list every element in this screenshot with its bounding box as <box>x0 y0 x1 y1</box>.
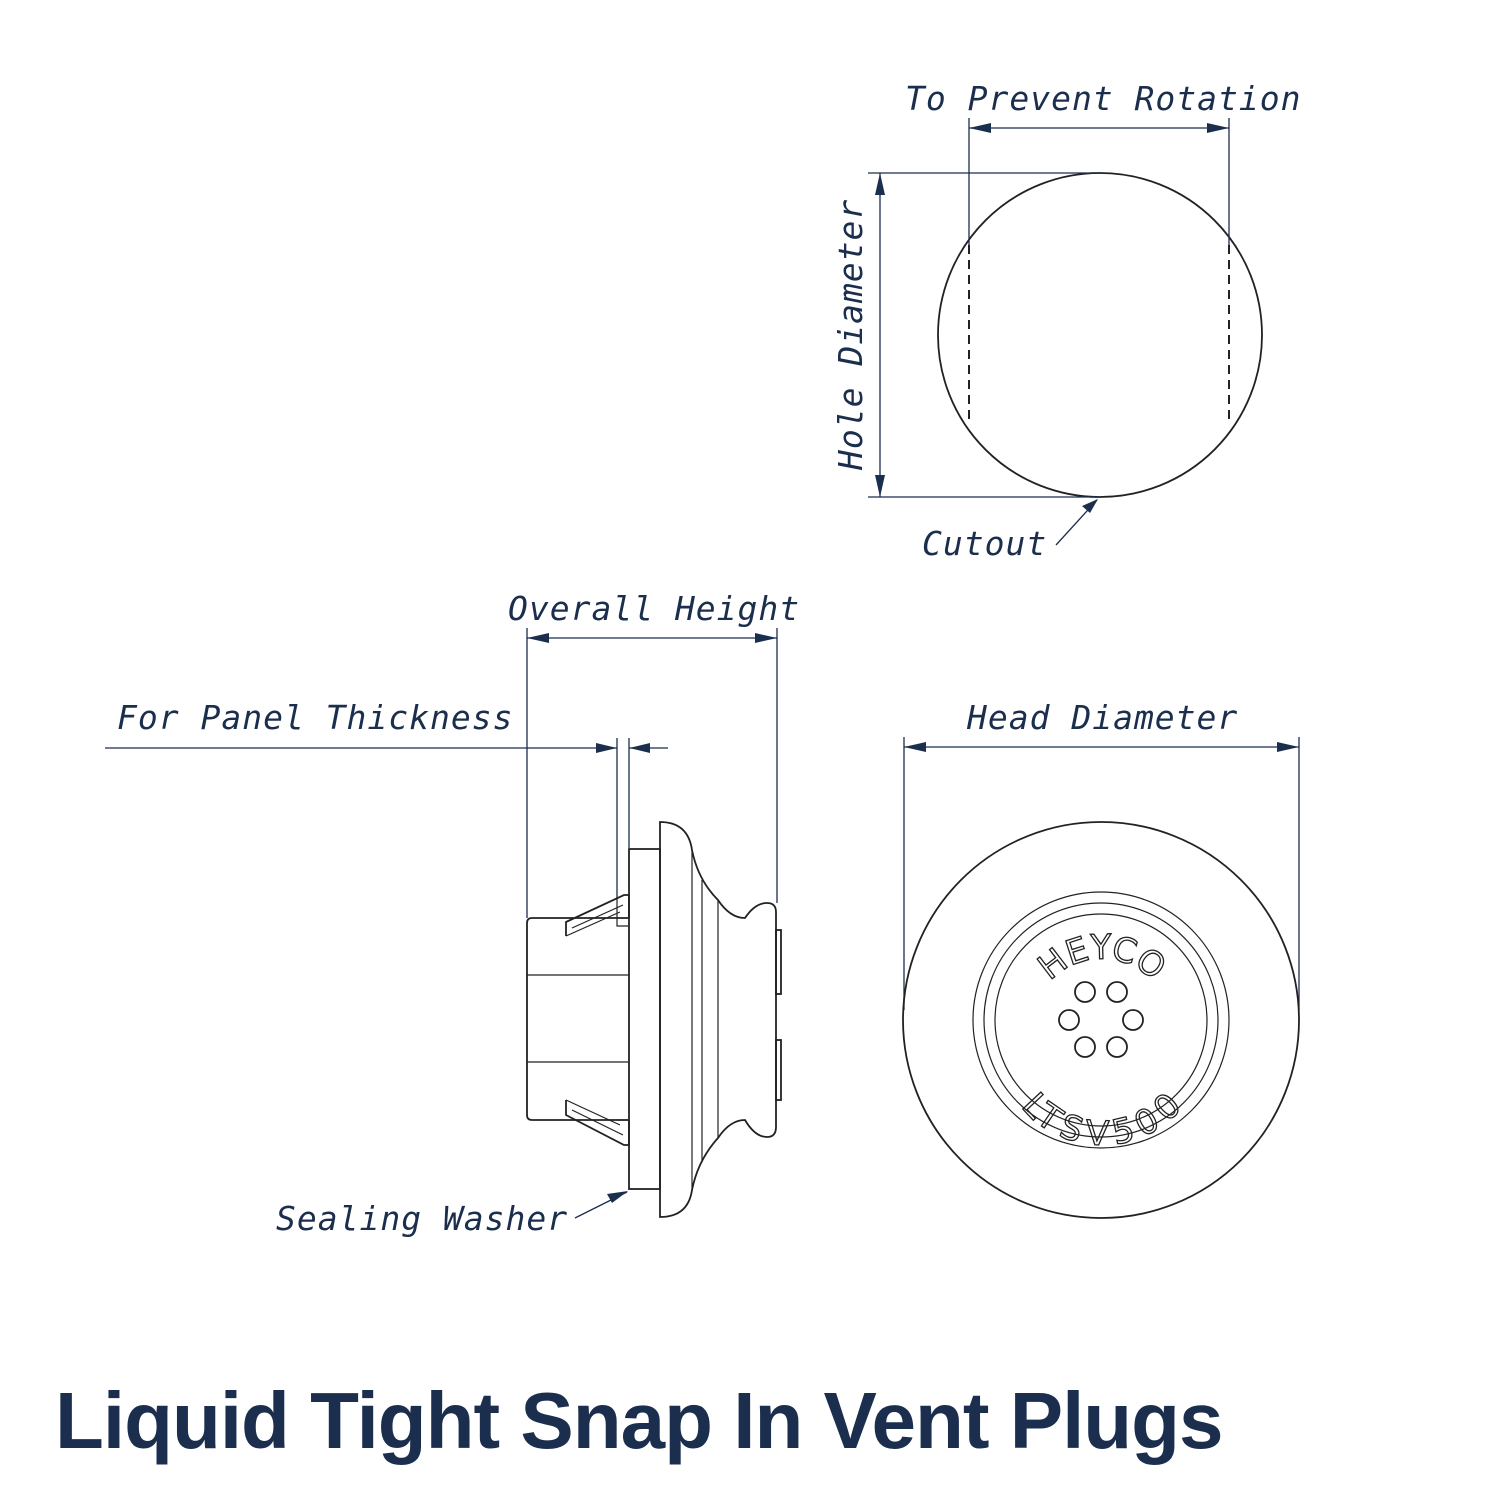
hole-diameter-label: Hole Diameter <box>831 199 870 471</box>
sealing-washer-label: Sealing Washer <box>276 1199 568 1238</box>
vent-hole <box>1122 1009 1144 1031</box>
head-ring-1 <box>972 891 1230 1149</box>
snap-leg-top <box>565 894 630 936</box>
vent-hole <box>1058 1009 1080 1031</box>
side-view: Overall Height For Panel Thickness Seali… <box>105 589 800 1238</box>
head-outer-circle <box>902 821 1300 1219</box>
hole-arrow-bottom <box>875 475 885 497</box>
snap-leg-bottom-inner <box>565 1099 629 1136</box>
sealing-washer <box>628 848 661 1190</box>
vent-hole <box>1106 1036 1128 1058</box>
hole-cutout-view: To Prevent Rotation Hole Diameter Cutout <box>831 79 1302 563</box>
cutout-label: Cutout <box>922 524 1047 563</box>
height-arrow-left <box>527 633 549 643</box>
brand-emboss: HEYCO <box>1031 928 1173 988</box>
plug-head <box>659 821 777 1218</box>
head-ring-3 <box>994 913 1208 1127</box>
overall-height-label: Overall Height <box>508 589 800 628</box>
page-title: Liquid Tight Snap In Vent Plugs <box>55 1376 1224 1465</box>
panel-arrow-right <box>629 743 650 753</box>
hole-outline <box>937 172 1263 498</box>
head-arrow-left <box>904 742 926 752</box>
rotation-label: To Prevent Rotation <box>905 79 1302 118</box>
washer-arrow <box>607 1191 628 1203</box>
panel-arrow-left <box>596 743 617 753</box>
front-view: Head Diameter HEYCO LTSV500 <box>902 698 1300 1219</box>
snap-leg-top-inner <box>565 900 629 937</box>
vent-hole <box>1074 981 1096 1003</box>
panel-thickness-label: For Panel Thickness <box>117 698 514 737</box>
vent-hole <box>1074 1036 1096 1058</box>
head-arrow-right <box>1277 742 1299 752</box>
height-arrow-right <box>755 633 777 643</box>
vent-membrane-top <box>775 929 782 995</box>
vent-membrane-bottom <box>775 1039 782 1101</box>
hole-arrow-top <box>875 173 885 195</box>
rotation-arrow-right <box>1207 123 1229 133</box>
head-diameter-label: Head Diameter <box>966 698 1238 737</box>
plug-body <box>526 917 629 1121</box>
vent-hole <box>1106 981 1128 1003</box>
head-ring-2 <box>983 902 1219 1138</box>
rotation-arrow-left <box>969 123 991 133</box>
cutout-arrow <box>1082 499 1098 513</box>
